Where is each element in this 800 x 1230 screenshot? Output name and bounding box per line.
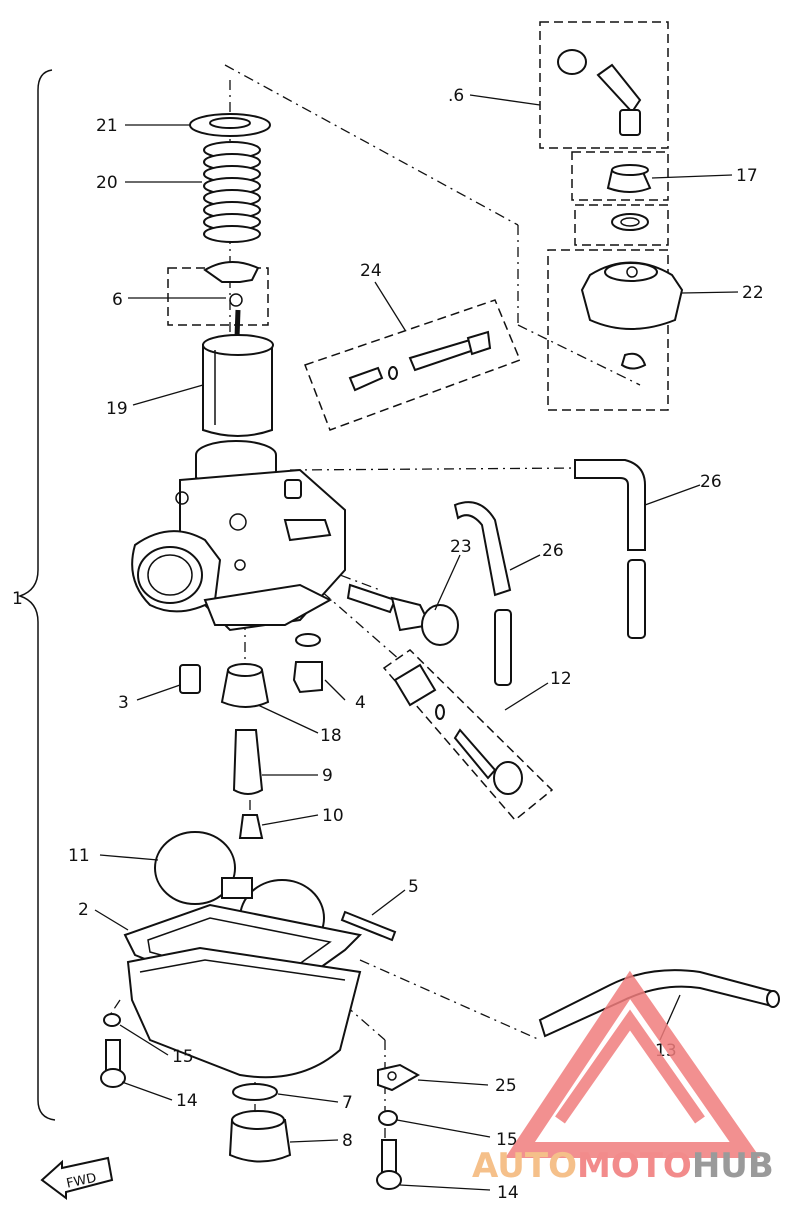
label-24: 24 bbox=[360, 261, 382, 281]
label-11: 11 bbox=[68, 846, 90, 866]
drain-plug-gasket-7 bbox=[232, 1083, 278, 1101]
needle-clip-6 bbox=[203, 261, 260, 307]
starter-plunger-23 bbox=[346, 583, 459, 646]
main-jet-10 bbox=[238, 814, 264, 839]
elbow-fitting-16 bbox=[557, 49, 642, 136]
washer-15-right bbox=[378, 1110, 398, 1126]
float-pin-5 bbox=[340, 910, 397, 942]
screw-14-left bbox=[100, 1039, 126, 1088]
label-10: 10 bbox=[322, 806, 344, 826]
label-15-right: 15 bbox=[496, 1130, 518, 1150]
needle-jet-9 bbox=[232, 729, 264, 795]
label-26-middle: 26 bbox=[542, 541, 564, 561]
bracket-25 bbox=[377, 1063, 421, 1092]
mixing-chamber-top-22 bbox=[580, 261, 684, 370]
vent-tube-26-long bbox=[574, 459, 646, 639]
label-20: 20 bbox=[96, 173, 118, 193]
label-25: 25 bbox=[495, 1076, 517, 1096]
drain-plug-8 bbox=[228, 1110, 292, 1163]
label-2: 2 bbox=[78, 900, 89, 920]
label-7: 7 bbox=[342, 1093, 353, 1113]
baffle-18 bbox=[220, 663, 270, 708]
washer-21 bbox=[189, 113, 271, 137]
watermark-text: AUTOMOTOHUB bbox=[472, 1146, 774, 1186]
pilot-jet-3 bbox=[179, 664, 201, 694]
label-15-left: 15 bbox=[172, 1047, 194, 1067]
label-1: 1 bbox=[12, 589, 23, 609]
pilot-screw-set-24 bbox=[348, 330, 492, 392]
spring-20 bbox=[203, 141, 261, 243]
watermark-hub: HUB bbox=[692, 1146, 774, 1186]
watermark-moto: MOTO bbox=[577, 1146, 692, 1186]
label-12: 12 bbox=[550, 669, 572, 689]
label-14-left: 14 bbox=[176, 1091, 198, 1111]
label-9: 9 bbox=[322, 766, 333, 786]
label-17: 17 bbox=[736, 166, 758, 186]
label-26-right: 26 bbox=[700, 472, 722, 492]
label-6: 6 bbox=[112, 290, 123, 310]
main-jet-holder-4 bbox=[292, 633, 323, 694]
label-21: 21 bbox=[96, 116, 118, 136]
washer-15-left bbox=[103, 1013, 121, 1027]
label-4: 4 bbox=[355, 693, 366, 713]
label-3: 3 bbox=[118, 693, 129, 713]
vent-tube-26-short bbox=[453, 501, 512, 686]
label-18: 18 bbox=[320, 726, 342, 746]
label-16: .6 bbox=[448, 86, 464, 106]
group-boxes bbox=[167, 21, 669, 822]
label-23: 23 bbox=[450, 537, 472, 557]
throttle-valve-19 bbox=[202, 334, 274, 437]
label-8: 8 bbox=[342, 1131, 353, 1151]
leader-lines bbox=[94, 94, 739, 1191]
screw-14-right bbox=[376, 1139, 402, 1190]
float-bowl bbox=[126, 946, 362, 1079]
assembly-brace bbox=[17, 69, 56, 1121]
label-14-right: 14 bbox=[497, 1183, 519, 1203]
fwd-arrow bbox=[40, 1156, 114, 1200]
carburetor-body bbox=[131, 440, 346, 632]
watermark-auto: AUTO bbox=[472, 1146, 577, 1186]
watermark-logo bbox=[505, 970, 761, 1158]
part-labels: 1 2 3 4 5 6 7 8 9 10 11 12 13 14 14 15 1… bbox=[12, 86, 764, 1203]
fwd-label: FWD bbox=[65, 1171, 98, 1192]
label-22: 22 bbox=[742, 283, 764, 303]
label-5: 5 bbox=[408, 877, 419, 897]
cap-17 bbox=[606, 164, 652, 231]
label-19: 19 bbox=[106, 399, 128, 419]
throttle-stop-screw-12 bbox=[393, 663, 523, 795]
